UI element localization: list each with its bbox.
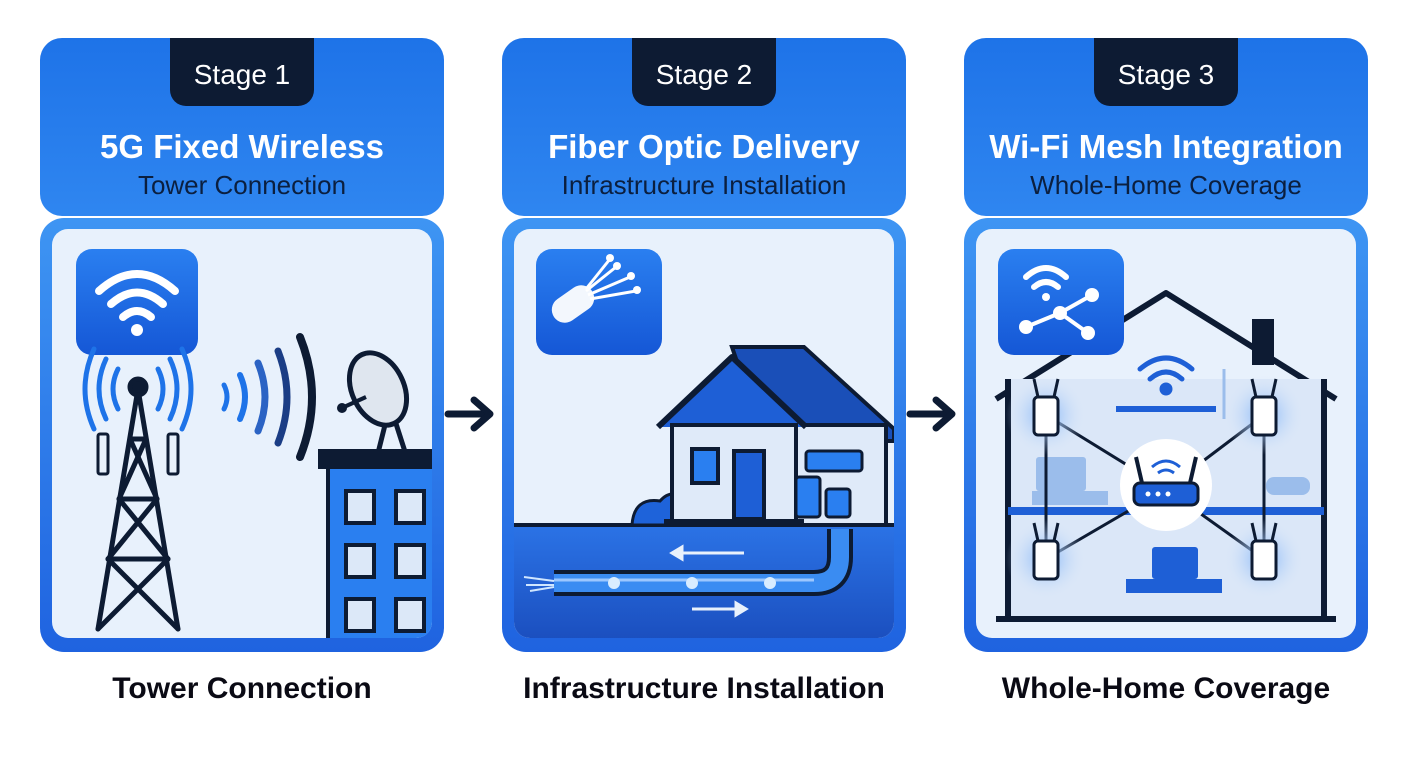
data-flow-arrows — [669, 544, 749, 618]
stage-1-header: Stage 1 5G Fixed Wireless Tower Connecti… — [40, 38, 444, 216]
stage-1-card: Stage 1 5G Fixed Wireless Tower Connecti… — [40, 38, 444, 652]
mesh-node — [1032, 522, 1060, 581]
mesh-node — [1250, 522, 1278, 581]
stage-2-illustration — [514, 229, 894, 638]
stage-1-subtitle: Tower Connection — [137, 170, 347, 200]
stage-1-illustration — [52, 229, 432, 638]
stage-3-illustration-frame — [964, 218, 1368, 652]
house-icon — [655, 345, 894, 527]
stage-1-caption: Tower Connection — [112, 672, 372, 705]
signal-waves-icon — [82, 333, 316, 461]
stage-2-label: Stage 2 — [632, 38, 776, 106]
mesh-node — [1250, 378, 1278, 437]
arrow-right-icon — [906, 396, 956, 432]
stage-3-subtitle: Whole-Home Coverage — [1030, 170, 1302, 200]
satellite-dish-icon — [337, 350, 411, 462]
arrow-right-icon — [444, 396, 494, 432]
mesh-node — [1032, 378, 1060, 437]
stage-3-header: Stage 3 Wi-Fi Mesh Integration Whole-Hom… — [964, 38, 1368, 216]
stage-2-title: Fiber Optic Delivery — [548, 128, 860, 165]
building-icon — [318, 449, 432, 638]
stage-2-header: Stage 2 Fiber Optic Delivery Infrastruct… — [502, 38, 906, 216]
fiber-cable-icon — [536, 249, 662, 355]
wifi-signal-icon — [1137, 355, 1195, 396]
stage-1-illustration-frame — [40, 218, 444, 652]
cell-tower-icon — [95, 376, 181, 632]
router-icon — [1120, 439, 1212, 531]
stage-3-card: Stage 3 Wi-Fi Mesh Integration Whole-Hom… — [964, 38, 1368, 652]
wifi-icon — [76, 249, 198, 355]
stage-2-illustration-frame — [502, 218, 906, 652]
wifi-mesh-icon — [998, 249, 1124, 355]
furniture — [1032, 369, 1310, 593]
stage-3-title: Wi-Fi Mesh Integration — [989, 128, 1343, 165]
stage-3-caption: Whole-Home Coverage — [1001, 672, 1331, 705]
stage-2-subtitle: Infrastructure Installation — [561, 170, 847, 200]
fiber-conduit — [523, 529, 853, 596]
stage-3-illustration — [976, 229, 1356, 638]
stage-1-label: Stage 1 — [170, 38, 314, 106]
stage-2-card: Stage 2 Fiber Optic Delivery Infrastruct… — [502, 38, 906, 652]
stage-2-caption: Infrastructure Installation — [523, 672, 885, 705]
stage-1-title: 5G Fixed Wireless — [100, 128, 384, 165]
stage-3-label: Stage 3 — [1094, 38, 1238, 106]
